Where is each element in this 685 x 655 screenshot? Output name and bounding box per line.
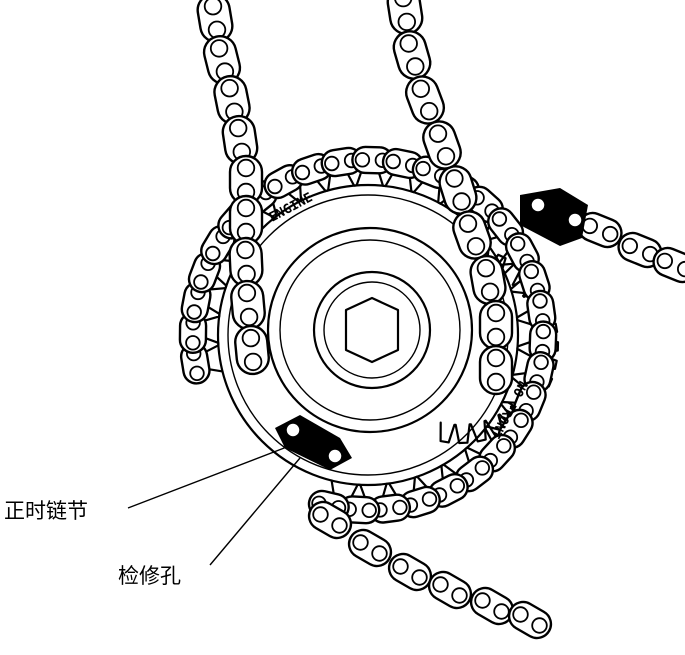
chain-pin-hole: [420, 101, 439, 121]
chain-pin-hole: [452, 192, 471, 211]
chain-pin-hole: [476, 259, 496, 278]
chain-link-2: [404, 75, 446, 125]
marked-timing-link-lower: [275, 415, 352, 470]
chain-pin-hole: [526, 384, 542, 400]
chain-pin-hole: [241, 328, 261, 348]
chain-pin-hole: [209, 39, 229, 58]
chain-pin-hole: [535, 323, 552, 340]
chain-pin-hole: [331, 517, 348, 534]
chain-pin-hole: [394, 0, 413, 8]
chain-pin-hole: [236, 240, 255, 260]
chain-pin-hole: [361, 502, 377, 519]
chain-pin-hole: [237, 264, 256, 284]
hex-bolt-icon: [344, 296, 400, 364]
chain-pin-hole: [496, 438, 512, 454]
chain-pin-hole: [531, 617, 548, 634]
chain-pin-hole: [237, 283, 257, 303]
marked-timing-link-upper: [520, 188, 588, 246]
chain-pin-hole: [436, 147, 456, 166]
chain-pin-hole: [512, 606, 529, 623]
chain-pin-hole: [480, 282, 500, 302]
chain-pin-hole: [220, 78, 239, 98]
chain-pin-hole: [677, 260, 685, 278]
chain-pin-hole: [532, 293, 548, 309]
timing-chain-out-strand: [577, 211, 685, 284]
chain-pin-hole: [445, 169, 464, 188]
chain-pin-hole: [656, 252, 674, 270]
chain-pin-hole: [510, 236, 526, 252]
chain-pin-hole: [411, 79, 431, 99]
chain-pin-hole: [186, 304, 202, 320]
inspection-hole-leader-line: [209, 457, 301, 566]
chain-link-1: [347, 528, 393, 568]
chain-pin-hole: [474, 460, 491, 476]
chain-pin-hole: [185, 335, 201, 351]
chain-pin-hole: [324, 155, 340, 172]
chain-pin-hole: [399, 34, 418, 53]
chain-pin-hole: [458, 214, 478, 233]
chain-pin-hole: [236, 198, 256, 218]
chain-pin-hole: [523, 263, 540, 280]
chain-pin-hole: [486, 348, 506, 368]
chain-pin-hole: [533, 354, 549, 371]
chain-pin-hole: [486, 327, 506, 347]
idler-sprocket: [439, 248, 560, 445]
chain-pin-hole: [236, 158, 256, 178]
timing-chain-left-strand: [196, 0, 270, 376]
chain-pin-hole: [428, 124, 448, 143]
chain-pin-hole: [239, 307, 259, 327]
chain-pin-hole: [406, 57, 425, 76]
timing-chain-lower-strand: [307, 500, 553, 640]
chain-pin-hole: [294, 164, 311, 181]
chain-pin-hole: [411, 569, 428, 586]
timing-link-label: 正时链节: [4, 499, 88, 523]
inspection-hole-label: 检修孔: [118, 564, 181, 588]
chain-pin-hole: [193, 274, 209, 290]
chain-pin-hole: [243, 352, 263, 372]
chain-pin-hole: [354, 152, 371, 168]
timing-link-leader-line: [127, 444, 293, 509]
chain-pin-hole: [228, 118, 248, 138]
timing-chain-right-strand: [386, 0, 514, 396]
chain-pin-hole: [432, 576, 449, 593]
chain-pin-hole: [493, 603, 510, 620]
chain-pin-hole: [392, 558, 409, 575]
chain-pin-hole: [267, 178, 283, 195]
chain-pin-hole: [385, 153, 401, 170]
chain-pin-hole: [312, 506, 329, 523]
chain-pin-hole: [421, 491, 438, 507]
chain-pin-hole: [392, 499, 408, 516]
chain-pin-hole: [203, 0, 223, 16]
chain-pin-hole: [491, 211, 508, 227]
chain-pin-hole: [189, 365, 205, 382]
chain-pin-hole: [466, 237, 486, 256]
chain-pin-hole: [513, 412, 529, 429]
chain-pin-hole: [621, 237, 639, 255]
chain-pin-hole: [486, 372, 506, 392]
chain-pin-hole: [451, 587, 468, 604]
sprocket-hub: [266, 226, 474, 434]
chain-pin-hole: [371, 545, 388, 562]
chain-pin-hole: [397, 12, 417, 32]
chain-pin-hole: [205, 245, 221, 262]
chain-pin-hole: [415, 160, 431, 177]
chain-pin-hole: [486, 303, 506, 323]
chain-pin-hole: [602, 225, 619, 243]
chain-pin-hole: [474, 592, 491, 609]
chain-pin-hole: [352, 534, 369, 551]
chain-pin-hole: [449, 478, 466, 494]
